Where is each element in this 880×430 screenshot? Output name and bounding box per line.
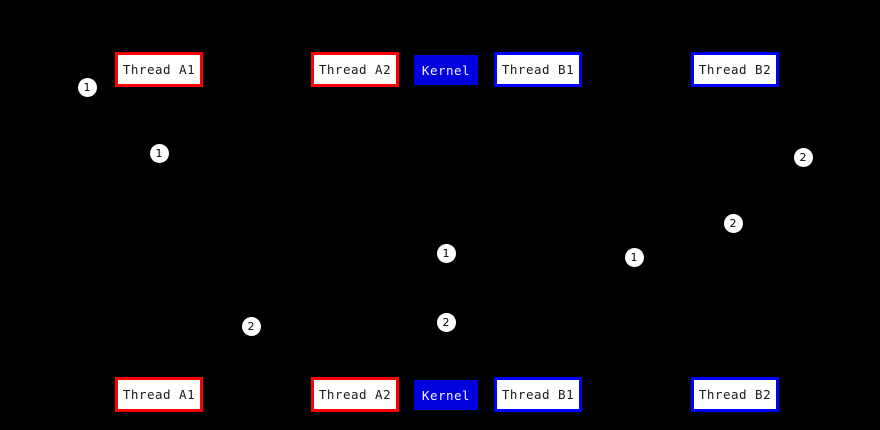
participant-kernel-top[interactable]: Kernel (414, 55, 478, 85)
participant-thread-a1-bottom[interactable]: Thread A1 (115, 377, 203, 412)
step-badge-1: 1 (624, 247, 644, 267)
step-badge-2: 2 (241, 316, 261, 336)
participant-label: Thread A1 (122, 62, 196, 77)
participant-label: Thread B2 (698, 62, 772, 77)
participant-label: Thread B1 (501, 387, 575, 402)
participant-thread-a2-bottom[interactable]: Thread A2 (311, 377, 399, 412)
participant-thread-b1-bottom[interactable]: Thread B1 (494, 377, 582, 412)
step-badge-2: 2 (723, 213, 743, 233)
participant-label: Thread A1 (122, 387, 196, 402)
participant-kernel-bottom[interactable]: Kernel (414, 380, 478, 410)
participant-thread-b2-bottom[interactable]: Thread B2 (691, 377, 779, 412)
lifeline-kernel (446, 89, 447, 378)
participant-thread-a2-top[interactable]: Thread A2 (311, 52, 399, 87)
lifeline-thread-a2 (355, 89, 356, 378)
participant-thread-a1-top[interactable]: Thread A1 (115, 52, 203, 87)
participant-label: Thread A2 (318, 62, 392, 77)
step-badge-2: 2 (793, 147, 813, 167)
lifeline-thread-a1 (159, 89, 160, 378)
lifeline-thread-b1 (538, 89, 539, 378)
participant-label: Kernel (421, 62, 471, 78)
participant-label: Kernel (421, 387, 471, 403)
step-badge-1: 1 (149, 143, 169, 163)
participant-thread-b1-top[interactable]: Thread B1 (494, 52, 582, 87)
participant-thread-b2-top[interactable]: Thread B2 (691, 52, 779, 87)
participant-label: Thread B2 (698, 387, 772, 402)
step-badge-1: 1 (436, 243, 456, 263)
step-badge-1: 1 (77, 77, 97, 97)
participant-label: Thread A2 (318, 387, 392, 402)
step-badge-2: 2 (436, 312, 456, 332)
participant-label: Thread B1 (501, 62, 575, 77)
lifeline-thread-b2 (735, 89, 736, 378)
